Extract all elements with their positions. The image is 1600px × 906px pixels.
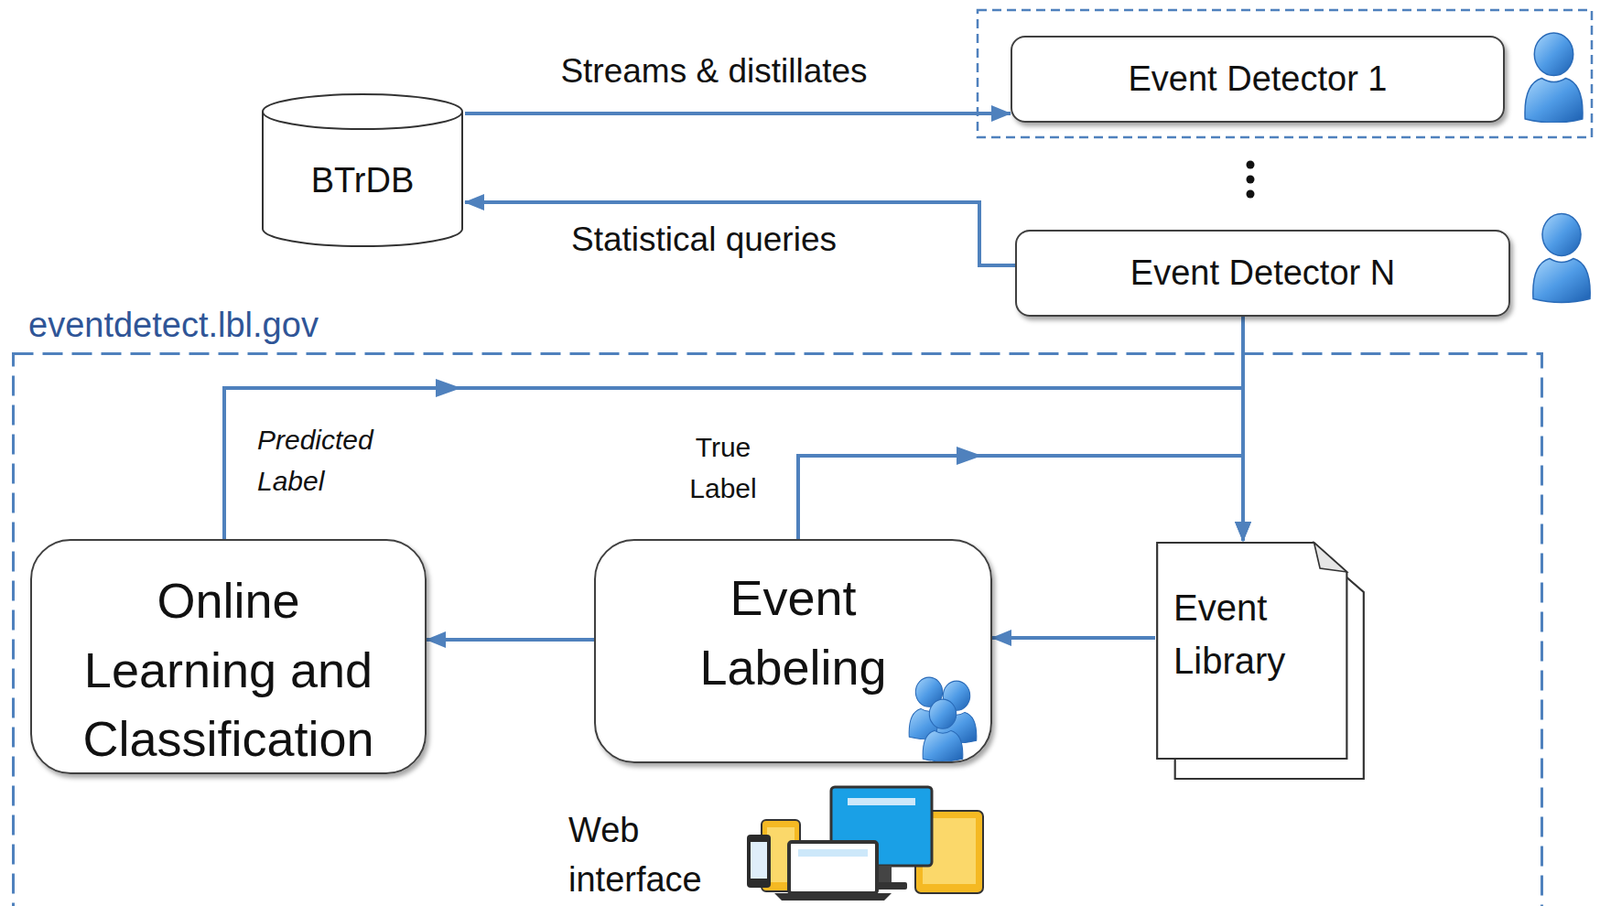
devices-icon	[746, 787, 984, 901]
free-label-holder: Web interface	[566, 805, 741, 905]
person-icon	[1524, 32, 1583, 123]
edge-label-holder: Statistical queries	[569, 216, 839, 264]
edge-label: Statistical queries	[569, 216, 839, 264]
edge-label: Streams & distillates	[558, 47, 869, 96]
node-label: Event Detector N	[1130, 248, 1395, 298]
group-icon	[908, 677, 977, 762]
document-stack: Event Library	[1155, 540, 1366, 781]
process-box: Event Detector N	[1015, 229, 1511, 317]
node-label: Event Detector 1	[1127, 54, 1387, 104]
process-box: Online Learning and Classification	[30, 539, 427, 775]
detector-group-outline	[977, 10, 1592, 138]
edge-label-holder: Predicted Label	[255, 419, 393, 502]
free-label: Web interface	[566, 805, 741, 905]
connector-arrow	[464, 202, 1016, 266]
connector-arrow	[426, 639, 595, 641]
edge-label-holder: Streams & distillates	[558, 47, 869, 96]
connector-arrow	[798, 446, 1244, 541]
node-label: Online Learning and Classification	[54, 566, 403, 775]
node-label: BTrDB	[311, 156, 415, 206]
region-title: eventdetect.lbl.gov	[28, 301, 319, 350]
process-box: Event Detector 1	[1010, 35, 1505, 123]
ellipsis-dots	[1246, 161, 1255, 199]
node-label: Event Labeling	[670, 563, 918, 703]
person-icon	[1533, 214, 1590, 303]
system-region: eventdetect.lbl.govOnline Learning and C…	[11, 352, 1544, 906]
connector-arrow	[224, 378, 1244, 541]
connector-arrow	[992, 637, 1156, 639]
edge-label: Predicted Label	[255, 419, 393, 502]
edge-label-holder: True Label	[677, 426, 769, 509]
region-title-holder: eventdetect.lbl.gov	[28, 301, 319, 350]
process-box: Event Labeling	[594, 539, 993, 764]
document-label: Event Library	[1173, 581, 1330, 688]
edge-label: True Label	[677, 426, 769, 509]
connector-arrow	[464, 113, 1011, 115]
database-cylinder: BTrDB	[259, 91, 465, 250]
